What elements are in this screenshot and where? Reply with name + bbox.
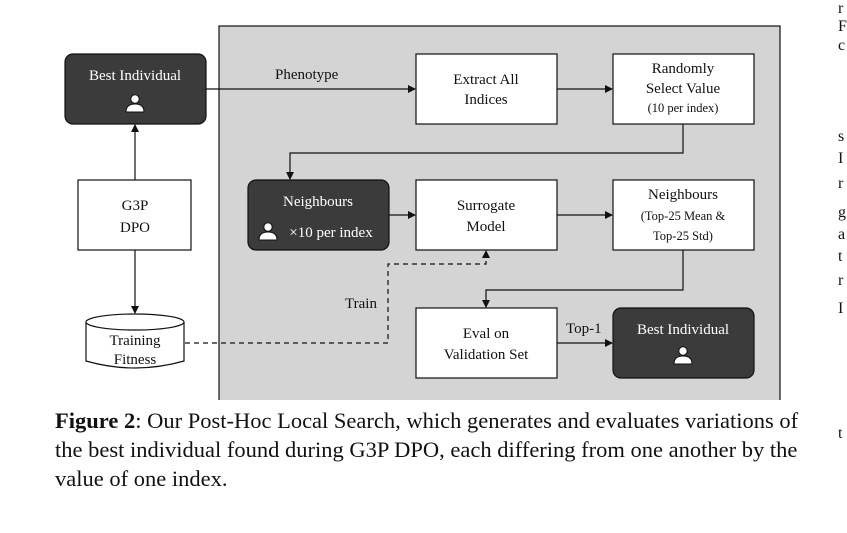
edge-random-to-neighbours	[286, 124, 684, 180]
extract-label-line2: Indices	[464, 92, 507, 108]
edge-label-train: Train	[345, 296, 377, 312]
extract-indices-node: Extract All Indices	[415, 53, 558, 125]
surrogate-label-line2: Model	[466, 219, 505, 235]
margin-fragment: t	[838, 425, 843, 442]
diagram: Best Individual G3P DPO Training Fitness…	[64, 25, 781, 400]
random-label-line3: (10 per index)	[648, 101, 719, 115]
margin-fragment: r	[838, 0, 844, 17]
g3p-dpo-node: G3P DPO	[77, 179, 192, 251]
training-fitness-node: Training Fitness	[85, 313, 185, 369]
random-label-line1: Randomly	[652, 61, 715, 77]
margin-fragment: t	[838, 248, 843, 265]
eval-validation-node: Eval on Validation Set	[415, 307, 558, 379]
neighbours2-label-line2: (Top-25 Mean &	[641, 209, 726, 223]
edge-label-top1: Top-1	[566, 321, 602, 337]
edge-training-to-surrogate	[185, 250, 490, 344]
caption-text: : Our Post-Hoc Local Search, which gener…	[55, 408, 799, 491]
margin-fragment: r	[838, 175, 844, 192]
surrogate-model-node: Surrogate Model	[415, 179, 558, 251]
best-individual-top-node: Best Individual	[64, 53, 207, 125]
eval-label-line1: Eval on	[463, 326, 510, 342]
neighbours-title: Neighbours	[283, 194, 353, 210]
neighbours-top25-node: Neighbours (Top-25 Mean & Top-25 Std)	[612, 179, 755, 251]
g3p-label-line1: G3P	[122, 198, 149, 214]
g3p-label-line2: DPO	[120, 220, 150, 236]
margin-fragment: s	[838, 128, 845, 145]
training-label-line2: Fitness	[114, 352, 157, 368]
margin-fragment: c	[838, 37, 846, 54]
neighbours-node: Neighbours ×10 per index	[247, 179, 390, 251]
margin-fragment: r	[838, 272, 844, 289]
best-individual-top-label: Best Individual	[89, 68, 181, 84]
margin-fragment: I	[838, 150, 844, 167]
eval-label-line2: Validation Set	[444, 347, 529, 363]
extract-label-line1: Extract All	[453, 72, 518, 88]
figure-caption: Figure 2: Our Post-Hoc Local Search, whi…	[55, 406, 800, 493]
margin-fragment: F	[838, 18, 847, 35]
random-label-line2: Select Value	[646, 81, 721, 97]
margin-fragment: a	[838, 226, 846, 243]
margin-fragment: I	[838, 300, 844, 317]
neighbours2-label-line3: Top-25 Std)	[653, 229, 713, 243]
best-individual-bottom-label: Best Individual	[637, 322, 729, 338]
best-individual-bottom-node: Best Individual	[612, 307, 755, 379]
edge-label-phenotype: Phenotype	[275, 67, 339, 83]
neighbours2-label-line1: Neighbours	[648, 187, 718, 203]
random-select-node: Randomly Select Value (10 per index)	[612, 53, 755, 125]
margin-fragment: g	[838, 204, 846, 221]
caption-label: Figure 2	[55, 408, 136, 433]
surrogate-label-line1: Surrogate	[457, 198, 516, 214]
edge-neighbours2-to-eval	[482, 250, 684, 308]
neighbours-subtitle: ×10 per index	[289, 225, 373, 241]
training-label-line1: Training	[109, 333, 161, 349]
